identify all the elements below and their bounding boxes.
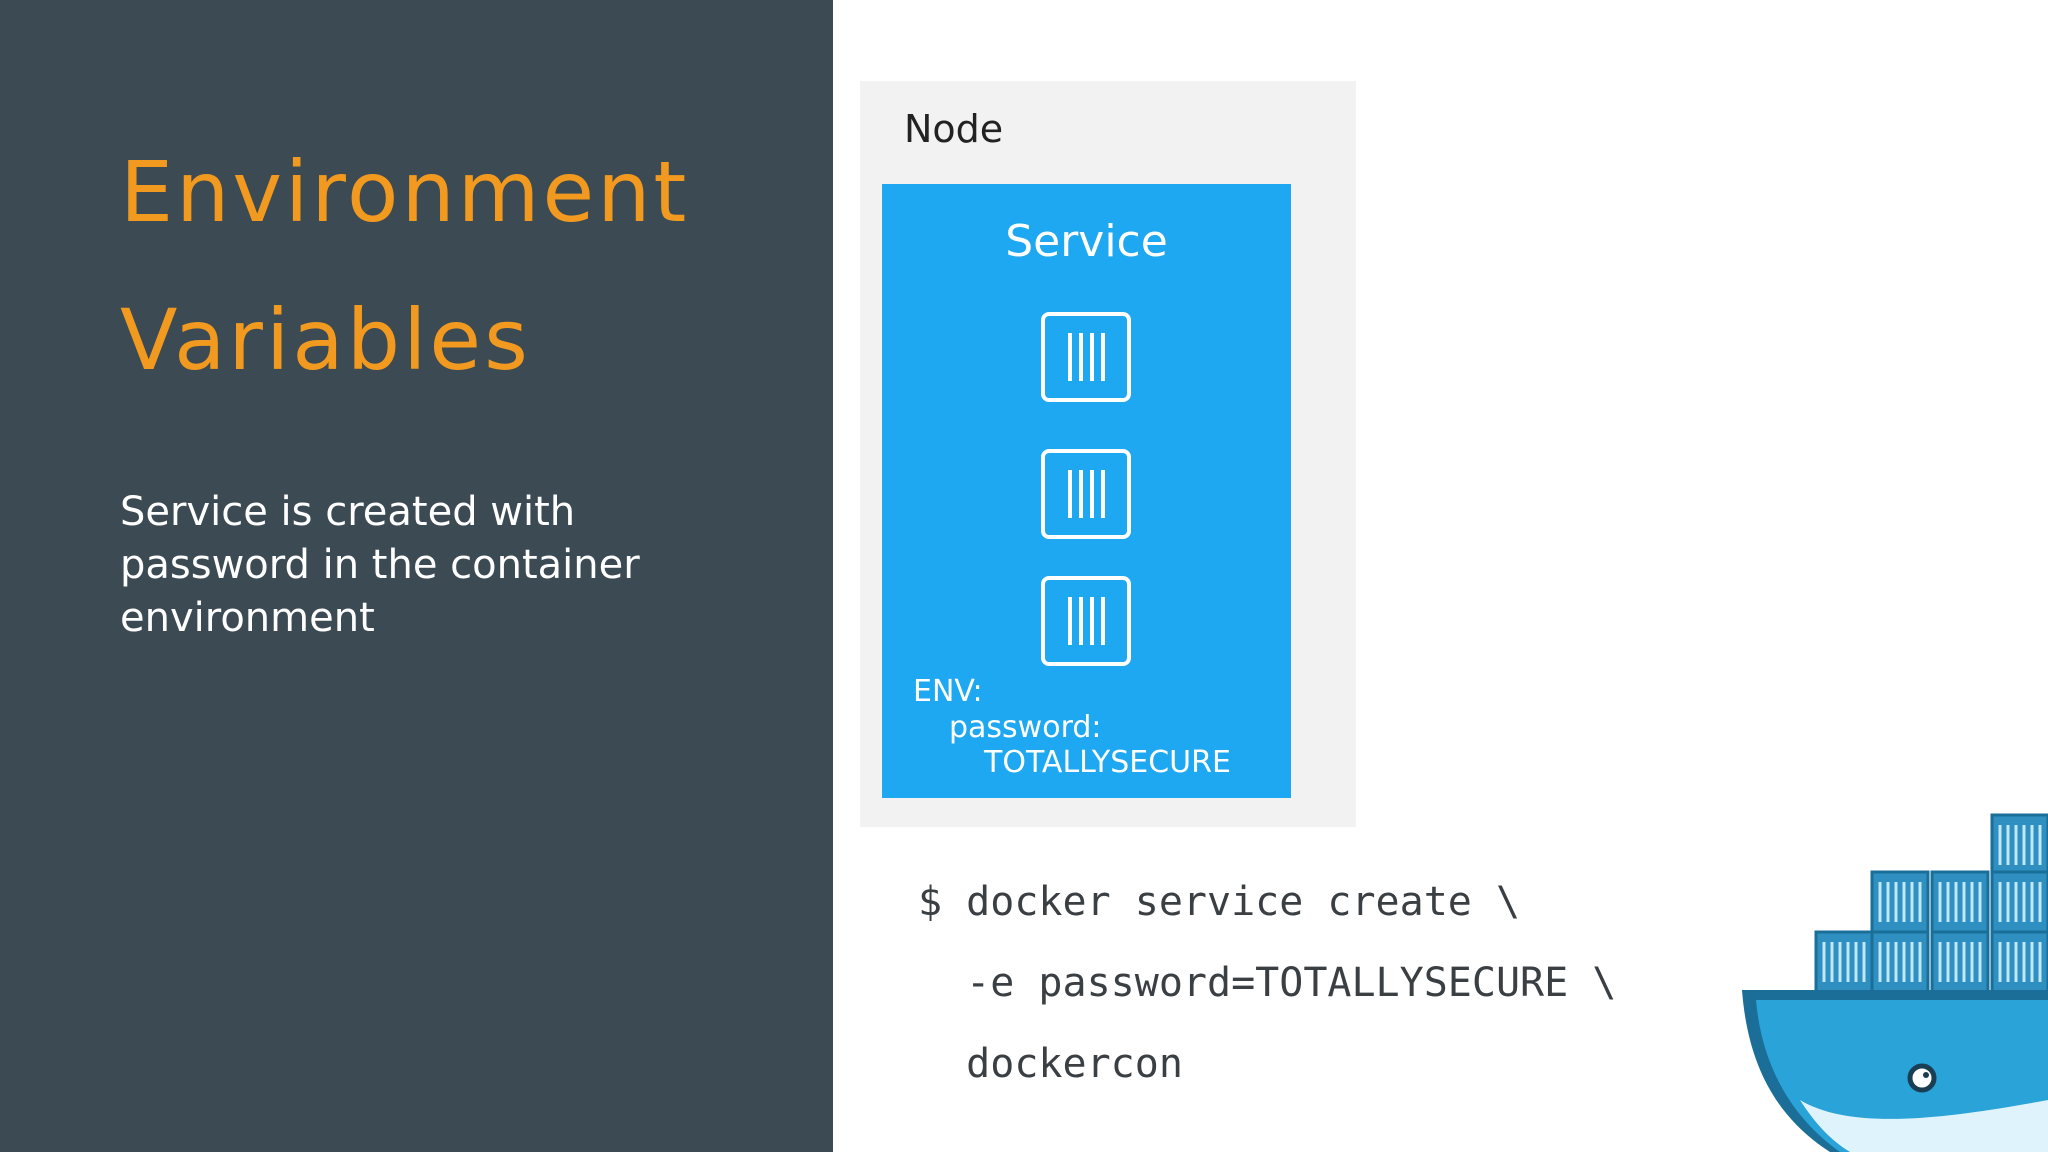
container-bar: [1089, 597, 1094, 645]
slide-title-line: Variables: [120, 291, 531, 389]
container-bar: [1078, 333, 1083, 381]
container-bar: [1100, 333, 1105, 381]
description-line: password in the container: [120, 542, 640, 588]
container-bar: [1067, 470, 1072, 518]
container-icon: [1041, 576, 1131, 666]
container-bar: [1100, 597, 1105, 645]
node-label: Node: [904, 107, 1004, 151]
slide-description: Service is created with password in the …: [120, 486, 720, 645]
code-line: $ docker service create \: [918, 879, 1521, 925]
container-bar: [1078, 470, 1083, 518]
slide-title: Environment Variables: [120, 118, 689, 414]
code-line: -e password=TOTALLYSECURE \: [918, 960, 1617, 1006]
container-icon: [1041, 449, 1131, 539]
code-block: $ docker service create \ -e password=TO…: [918, 862, 1616, 1105]
node-box: Node Service ENV: password: TOTALLYSECUR…: [860, 81, 1356, 827]
container-bar: [1067, 333, 1072, 381]
docker-whale-logo: [1742, 813, 2048, 1152]
left-panel: Environment Variables Service is created…: [0, 0, 833, 1152]
service-box: Service ENV: password: TOTALLYSECURE: [882, 184, 1291, 798]
container-bar: [1100, 470, 1105, 518]
container-bar: [1067, 597, 1072, 645]
slide-title-line: Environment: [120, 143, 690, 241]
env-label: ENV:: [913, 674, 983, 709]
service-label: Service: [1005, 216, 1168, 267]
whale-eye-icon: [1907, 1063, 1937, 1093]
container-bar: [1089, 470, 1094, 518]
container-bar: [1089, 333, 1094, 381]
container-bar: [1078, 597, 1083, 645]
env-value: TOTALLYSECURE: [984, 745, 1231, 780]
container-stack-icon: [1814, 813, 2048, 994]
description-line: Service is created with: [120, 489, 576, 535]
container-icon: [1041, 312, 1131, 402]
env-key: password:: [949, 710, 1102, 745]
code-line: dockercon: [918, 1041, 1183, 1087]
description-line: environment: [120, 595, 375, 641]
